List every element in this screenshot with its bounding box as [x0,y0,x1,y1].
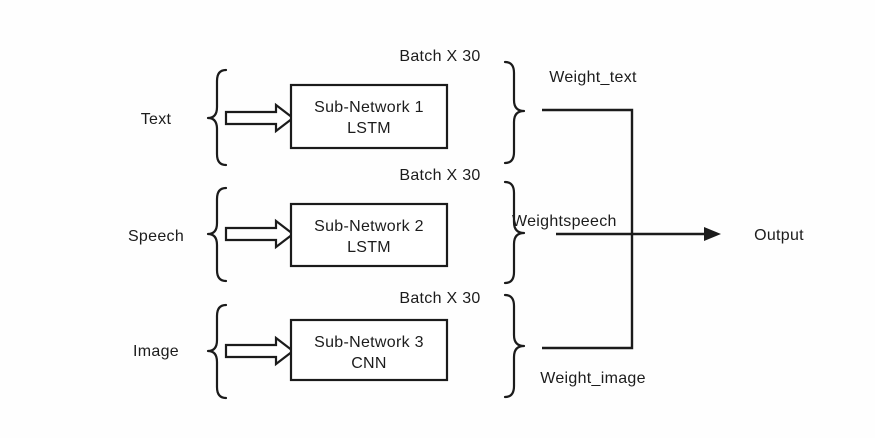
row-speech: Speech Batch X 30 Sub-Network 2 LSTM Wei… [128,167,617,285]
block-arrow-icon [224,218,295,250]
subnetwork-1-box [289,83,449,150]
right-brace-icon [503,60,526,165]
subnetwork-2-box [289,202,449,268]
arrowhead-icon [704,227,721,241]
input-label-image: Image [133,343,179,360]
weight-image-label: Weight_image [540,370,646,387]
merge-connector: Output [542,108,804,350]
subnetwork-3-title: Sub-Network 3 [314,334,424,351]
right-brace-icon [503,180,526,285]
right-brace-icon [503,293,526,399]
subnetwork-3-box [289,318,449,382]
input-label-text: Text [141,111,172,128]
subnetwork-2-title: Sub-Network 2 [314,218,424,235]
row-text: Text Batch X 30 Sub-Network 1 LSTM Weigh… [141,48,637,167]
left-brace-icon [206,303,228,400]
left-brace-icon [206,68,228,167]
batch-label: Batch X 30 [399,167,480,184]
block-arrow-icon [224,102,295,134]
merge-bracket-line [542,108,634,350]
output-label: Output [754,227,804,244]
subnetwork-2-type: LSTM [347,239,391,256]
batch-label: Batch X 30 [399,290,480,307]
subnetwork-1-title: Sub-Network 1 [314,99,424,116]
weight-text-label: Weight_text [549,69,637,86]
input-label-speech: Speech [128,228,184,245]
batch-label: Batch X 30 [399,48,480,65]
block-arrow-icon [224,335,295,367]
subnetwork-1-type: LSTM [347,120,391,137]
weight-speech-label: Weightspeech [512,213,617,230]
left-brace-icon [206,186,228,283]
row-image: Image Batch X 30 Sub-Network 3 CNN Weigh… [133,290,646,400]
subnetwork-3-type: CNN [351,355,387,372]
